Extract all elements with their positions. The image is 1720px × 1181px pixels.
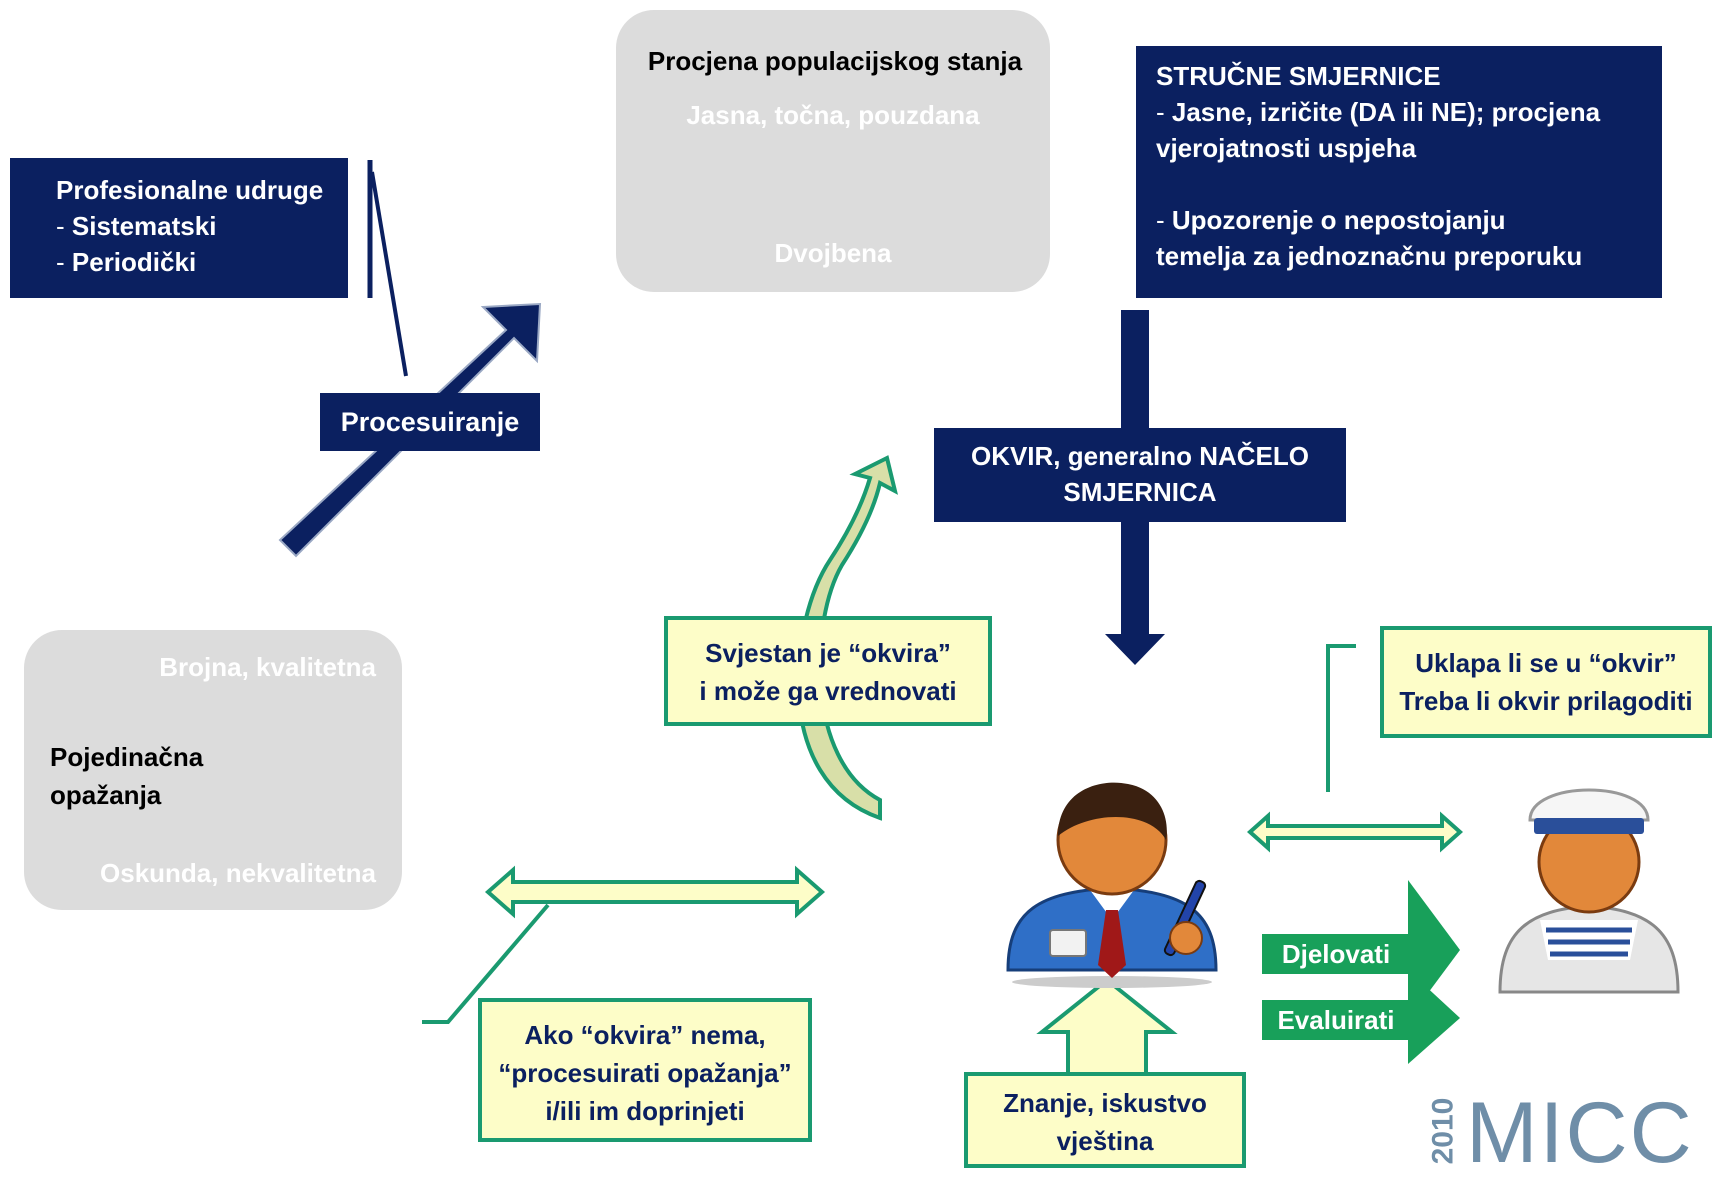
guidelines-title: STRUČNE SMJERNICE bbox=[1156, 61, 1441, 91]
knowledge-up-arrow bbox=[1036, 977, 1178, 1082]
guidelines-item-cont: temelja za jednoznačnu preporuku bbox=[1156, 241, 1583, 271]
connector-line bbox=[370, 171, 408, 377]
sailor-patient-icon bbox=[1498, 788, 1680, 994]
fits-framework-box: Uklapa li se u “okvir” Treba li okvir pr… bbox=[1380, 626, 1712, 738]
knowledge-line: vještina bbox=[1056, 1126, 1154, 1156]
aware-line: Svjestan je “okvira” bbox=[705, 638, 951, 668]
population-bottom-label: Dvojbena bbox=[774, 238, 892, 268]
aware-line: i može ga vrednovati bbox=[699, 676, 957, 706]
no-framework-line: “procesuirati opažanja” bbox=[498, 1058, 792, 1088]
connector-line bbox=[1326, 644, 1356, 792]
framework-line: OKVIR, generalno NAČELO bbox=[970, 441, 1310, 471]
doctor-icon bbox=[1006, 782, 1218, 988]
no-framework-line: Ako “okvira” nema, bbox=[524, 1020, 766, 1050]
double-arrow-left bbox=[484, 865, 826, 919]
guidelines-item-cont: vjerojatnosti uspjeha bbox=[1156, 133, 1417, 163]
no-framework-line: i/ili im doprinjeti bbox=[545, 1096, 745, 1126]
framework-line: SMJERNICA bbox=[1063, 477, 1217, 507]
evaluate-label: Evaluirati bbox=[1262, 1000, 1410, 1040]
logo-name: MICC bbox=[1466, 1085, 1694, 1181]
micc-logo: 2010 MICC bbox=[1410, 1090, 1710, 1176]
knowledge-line: Znanje, iskustvo bbox=[1003, 1088, 1207, 1118]
framework-box: OKVIR, generalno NAČELO SMJERNICA bbox=[934, 428, 1346, 522]
guidelines-item: - Upozorenje o nepostojanju bbox=[1156, 205, 1506, 235]
evaluate-arrow-head bbox=[1408, 970, 1460, 1064]
processing-label: Procesuiranje bbox=[320, 393, 540, 451]
observations-top-label: Brojna, kvalitetna bbox=[159, 652, 376, 682]
knowledge-box: Znanje, iskustvo vještina bbox=[964, 1072, 1246, 1168]
observations-bottom-label: Oskunda, nekvalitetna bbox=[100, 858, 376, 888]
guidelines-item: - Jasne, izričite (DA ili NE); procjena bbox=[1156, 97, 1601, 127]
population-title: Procjena populacijskog stanja bbox=[647, 46, 1023, 76]
fits-line: Treba li okvir prilagoditi bbox=[1399, 686, 1693, 716]
population-assessment-box: Procjena populacijskog stanja Jasna, toč… bbox=[616, 10, 1050, 292]
aware-of-framework-box: Svjestan je “okvira” i može ga vrednovat… bbox=[664, 616, 992, 726]
observations-box: Brojna, kvalitetna Pojedinačna opažanja … bbox=[24, 630, 402, 910]
connector-line bbox=[422, 903, 550, 1024]
professional-associations-box: Profesionalne udruge - Sistematski - Per… bbox=[10, 158, 348, 298]
professional-item: - Periodički bbox=[56, 247, 197, 277]
no-framework-box: Ako “okvira” nema, “procesuirati opažanj… bbox=[478, 998, 812, 1142]
fits-line: Uklapa li se u “okvir” bbox=[1415, 648, 1677, 678]
observations-label: Pojedinačna opažanja bbox=[50, 742, 204, 810]
population-top-label: Jasna, točna, pouzdana bbox=[686, 100, 980, 130]
logo-year: 2010 bbox=[1426, 1097, 1460, 1165]
professional-title: Profesionalne udruge bbox=[56, 175, 324, 205]
act-label: Djelovati bbox=[1262, 934, 1410, 974]
guidelines-box: STRUČNE SMJERNICE - Jasne, izričite (DA … bbox=[1136, 46, 1662, 298]
professional-item: - Sistematski bbox=[56, 211, 217, 241]
double-arrow-right bbox=[1246, 811, 1464, 853]
